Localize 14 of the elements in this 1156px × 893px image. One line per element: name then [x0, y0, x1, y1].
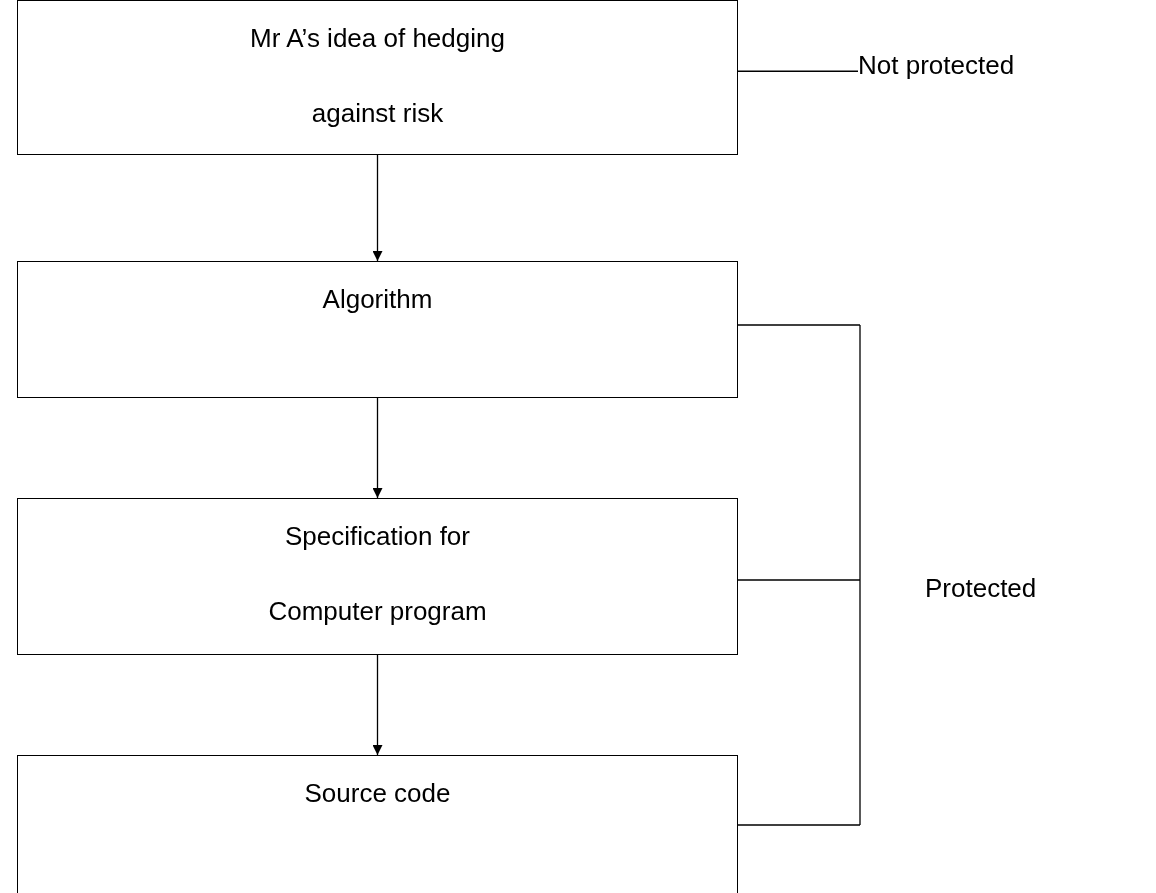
box-text: Specification for Computer program — [267, 520, 488, 628]
status-label: Not protected — [858, 45, 1015, 85]
arrow — [372, 397, 383, 499]
arrow — [372, 154, 383, 262]
process-box — [17, 261, 738, 398]
box-text: Mr A’s idea of hedging against risk — [249, 22, 506, 130]
process-box — [17, 0, 738, 155]
connector-line — [737, 70, 859, 72]
bracket-label: Protected — [925, 572, 1037, 605]
box-text: Algorithm — [321, 283, 434, 316]
process-box — [17, 498, 738, 655]
box-text: Source code — [303, 777, 452, 810]
arrow — [372, 654, 383, 756]
process-box — [17, 755, 738, 893]
